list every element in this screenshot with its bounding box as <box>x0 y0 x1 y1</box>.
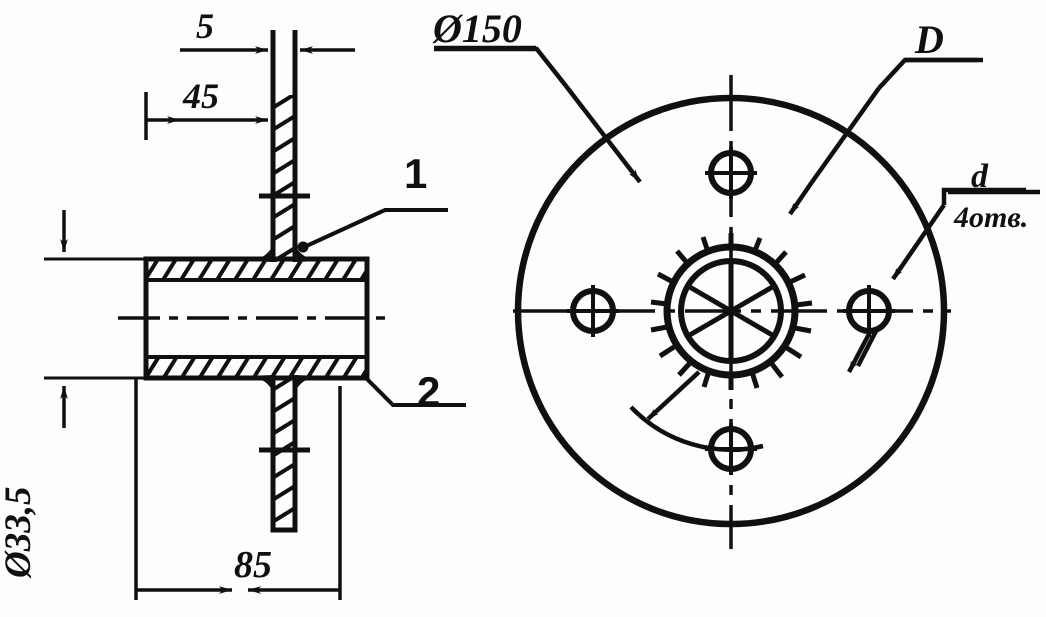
ext-lines-length <box>134 378 342 600</box>
hub-sleeve-hatching-bottom <box>145 357 367 379</box>
note-hole-count-label: 4отв. <box>953 201 1028 234</box>
callout-1-label: 1 <box>404 150 427 197</box>
hub-bore-lines <box>148 278 365 359</box>
leader-callout-2 <box>364 376 466 407</box>
bolt-hole-left <box>567 285 619 337</box>
dim-bolt-circle-label: D <box>914 17 944 62</box>
spline-root-circle <box>663 243 799 379</box>
disc-break-ticks <box>259 193 310 453</box>
bolt-circle-arc <box>629 405 764 452</box>
ext-lines-bore <box>44 257 150 380</box>
hub-spokes <box>686 261 776 361</box>
dim-hole-diameter-label: d <box>971 158 989 195</box>
dim-outer-diameter-label: Ø150 <box>432 6 522 51</box>
front-view-group <box>434 45 1040 549</box>
bolt-hole-right <box>843 285 895 337</box>
disc-hatching-upper <box>273 95 295 262</box>
section-view-group <box>44 30 466 600</box>
dim-bore-diameter-label: Ø33,5 <box>0 487 39 579</box>
ext-lines-thickness <box>271 30 297 64</box>
disc-hub-fillets <box>248 245 320 392</box>
bolt-hole-top <box>705 147 757 199</box>
leader-outer-diameter <box>434 45 642 184</box>
hub-sleeve-hatching-top <box>145 258 367 280</box>
bolt-circle-arc-arrow <box>646 370 701 421</box>
dim-length-label: 85 <box>234 544 272 586</box>
callout-2-label: 2 <box>417 368 440 415</box>
dim-offset-label: 45 <box>182 76 219 116</box>
leader-callout-1 <box>297 208 448 253</box>
dim-thickness-label: 5 <box>196 6 214 46</box>
